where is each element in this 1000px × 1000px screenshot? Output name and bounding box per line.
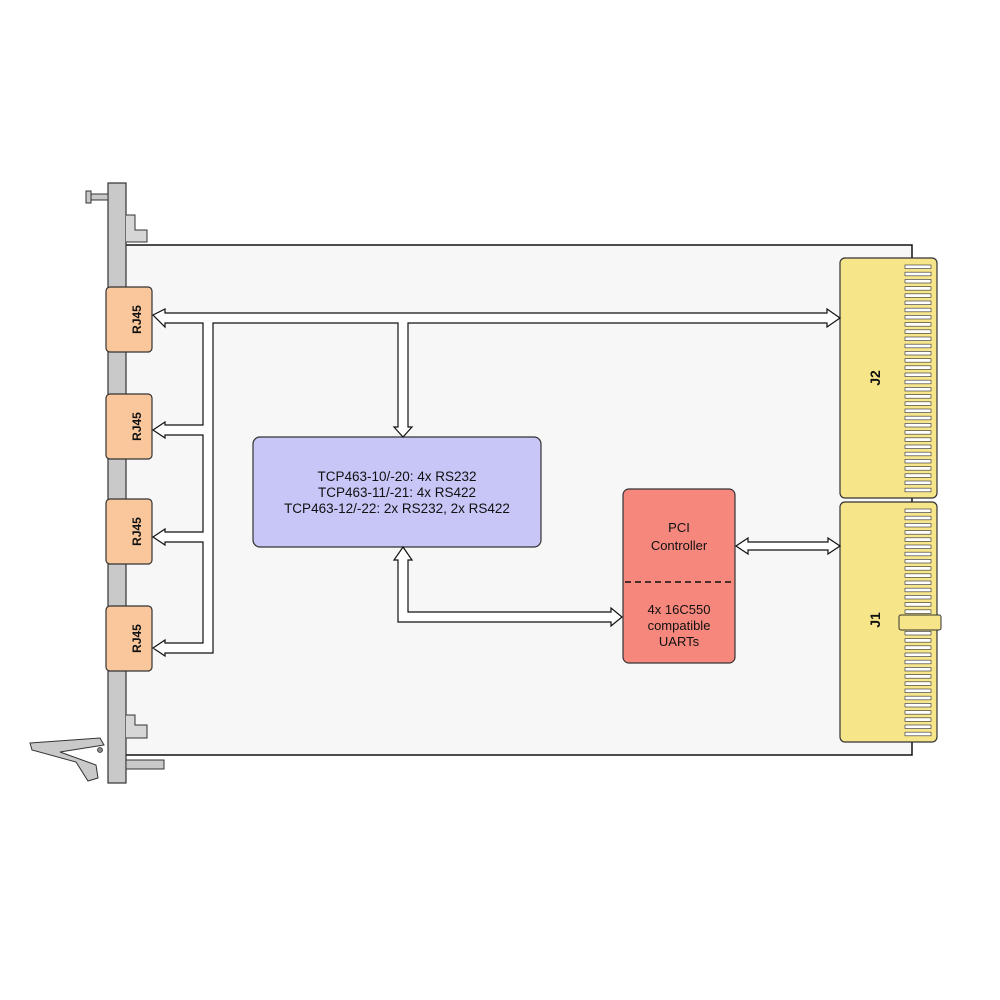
uart-line-2: compatible	[648, 618, 711, 633]
connector-pin	[904, 731, 932, 737]
connector-pin	[904, 315, 932, 320]
connector-pin	[904, 423, 932, 428]
j2-connector: J2	[839, 257, 938, 499]
uart-bus-arrow	[392, 545, 623, 628]
connector-pin	[904, 566, 932, 571]
connector-pin	[904, 372, 932, 377]
connector-pin	[904, 264, 932, 269]
connector-pin	[904, 379, 932, 385]
connector-pin	[904, 609, 932, 614]
connector-pin	[904, 580, 932, 585]
connector-pin	[904, 559, 932, 564]
connector-pin	[904, 466, 932, 471]
connector-pin	[904, 523, 932, 528]
variant-line-3: TCP463-12/-22: 2x RS232, 2x RS422	[284, 501, 510, 516]
connector-pin	[904, 329, 932, 334]
rj45-port-4: RJ45	[105, 605, 153, 672]
connector-pin	[904, 602, 932, 607]
connector-pin	[904, 688, 932, 693]
connector-pin	[904, 480, 932, 485]
connector-pin	[904, 695, 932, 701]
uart-line-1: 4x 16C550	[648, 602, 711, 617]
rj45-label: RJ45	[130, 624, 144, 653]
connector-pin	[904, 451, 932, 457]
rj45-port-2: RJ45	[105, 393, 153, 460]
connector-pin	[904, 587, 932, 593]
connector-pin	[904, 473, 932, 478]
variants-block: TCP463-10/-20: 4x RS232 TCP463-11/-21: 4…	[252, 436, 542, 548]
connector-pin	[904, 271, 932, 277]
top-bus-arrow	[151, 307, 842, 658]
connector-pin	[904, 437, 932, 442]
connector-pin	[904, 659, 932, 665]
rj45-port-3: RJ45	[105, 498, 153, 565]
connector-pin	[904, 674, 932, 679]
connector-pin	[904, 387, 932, 392]
connector-pin	[904, 530, 932, 535]
connector-pin	[904, 358, 932, 363]
connector-pin	[904, 551, 932, 557]
connector-pin	[904, 508, 932, 513]
connector-pin	[904, 703, 932, 708]
j2-pins	[904, 264, 932, 493]
rj45-label: RJ45	[130, 517, 144, 546]
connector-pin	[904, 573, 932, 578]
variant-line-2: TCP463-11/-21: 4x RS422	[318, 485, 476, 500]
connector-pin	[904, 595, 932, 600]
connector-pin	[904, 408, 932, 413]
j2-label: J2	[867, 370, 883, 386]
rj45-label: RJ45	[130, 412, 144, 441]
connector-pin	[904, 430, 932, 435]
j1-key	[898, 614, 942, 631]
uart-line-3: UARTs	[659, 634, 700, 649]
connector-pin	[904, 300, 932, 305]
connector-pin	[904, 645, 932, 650]
variant-line-1: TCP463-10/-20: 4x RS232	[317, 469, 476, 484]
connector-pin	[904, 710, 932, 715]
pci-line-1: PCI	[668, 520, 690, 535]
connector-pin	[904, 351, 932, 356]
connector-pin	[904, 401, 932, 406]
connector-pin	[904, 394, 932, 399]
rj45-port-1: RJ45	[105, 286, 153, 353]
connector-pin	[904, 279, 932, 284]
connector-pin	[904, 652, 932, 657]
connector-pin	[904, 293, 932, 298]
connector-pin	[904, 286, 932, 291]
j1-label: J1	[867, 612, 883, 628]
pci-j1-arrow	[734, 536, 842, 556]
rj45-label: RJ45	[130, 305, 144, 334]
connector-pin	[904, 343, 932, 349]
connector-pin	[904, 537, 932, 542]
connector-pin	[904, 717, 932, 722]
connector-pin	[904, 415, 932, 421]
j1-pins	[904, 508, 932, 737]
connector-pin	[904, 307, 932, 313]
connector-pin	[904, 487, 932, 493]
connector-pin	[904, 638, 932, 643]
j1-connector: J1	[839, 501, 942, 743]
connector-pin	[904, 515, 932, 521]
connector-pin	[904, 631, 932, 636]
connector-pin	[904, 667, 932, 672]
connector-pin	[904, 444, 932, 449]
connector-pin	[904, 724, 932, 729]
controller-block: PCI Controller 4x 16C550 compatible UART…	[622, 488, 736, 664]
connector-pin	[904, 336, 932, 341]
pci-line-2: Controller	[651, 538, 708, 553]
connector-pin	[904, 459, 932, 464]
connector-pin	[904, 681, 932, 686]
connector-pin	[904, 365, 932, 370]
connector-pin	[904, 322, 932, 327]
connector-pin	[904, 544, 932, 549]
